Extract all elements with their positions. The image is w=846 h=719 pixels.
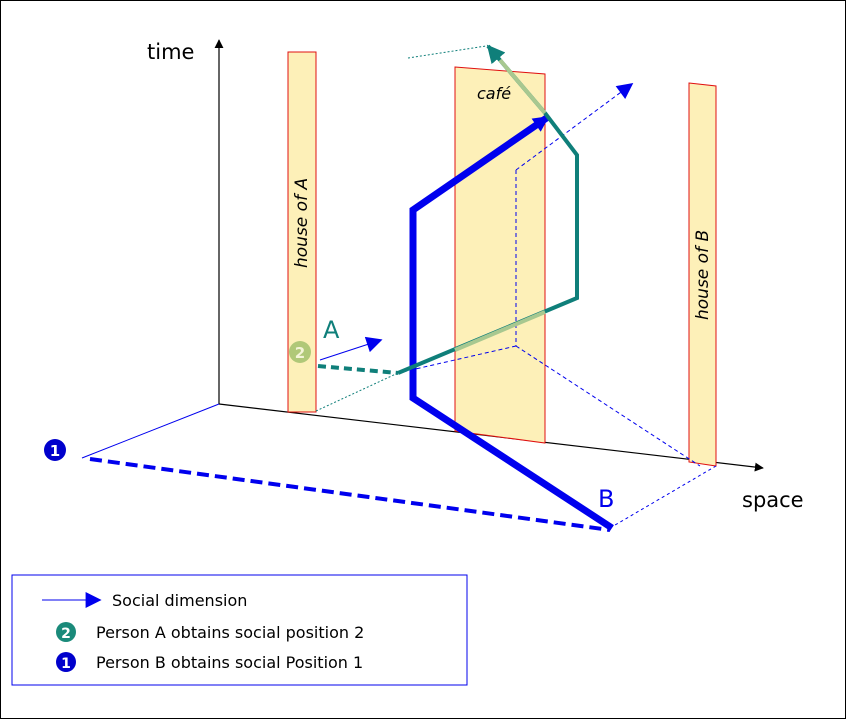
- legend-position-1-marker: [56, 652, 76, 672]
- person-a-faded-segment: [498, 58, 547, 115]
- social-arrow-a: [319, 336, 383, 361]
- projection-line: [609, 465, 717, 529]
- position-2-marker: [289, 341, 311, 363]
- person-a-faded-segment: [454, 310, 546, 352]
- position-1-marker-number: 1: [50, 442, 60, 460]
- social-axis: [81, 403, 220, 459]
- position-1-marker: [44, 439, 66, 461]
- house-b-label: house of B: [693, 230, 713, 320]
- person-b-path: [409, 114, 614, 531]
- person-b-label: B: [598, 485, 614, 513]
- time-axis-label: time: [147, 40, 194, 64]
- position-2-marker-number: 2: [295, 344, 305, 362]
- person-b-social-baseline: [89, 457, 611, 532]
- projection-line: [397, 345, 517, 374]
- legend-social-dimension-label: Social dimension: [112, 591, 247, 610]
- house-a-label: house of A: [292, 178, 312, 268]
- legend-item-2-label: Person A obtains social position 2: [96, 623, 364, 642]
- legend-position-2-marker: [56, 622, 76, 642]
- legend-item-1-label: Person B obtains social Position 1: [96, 653, 363, 672]
- legend-position-2-number: 2: [61, 626, 71, 642]
- teal-projection-line: [407, 45, 487, 59]
- cafe-label: café: [477, 84, 511, 103]
- space-axis-label: space: [742, 488, 804, 512]
- cafe-building: [454, 66, 546, 444]
- social-projection-line: [515, 83, 634, 171]
- person-a-label: A: [323, 316, 340, 344]
- legend-position-1-number: 1: [61, 656, 71, 672]
- projection-line: [515, 345, 701, 467]
- person-a-dashed-segment: [317, 364, 399, 375]
- teal-projection-line: [315, 372, 399, 412]
